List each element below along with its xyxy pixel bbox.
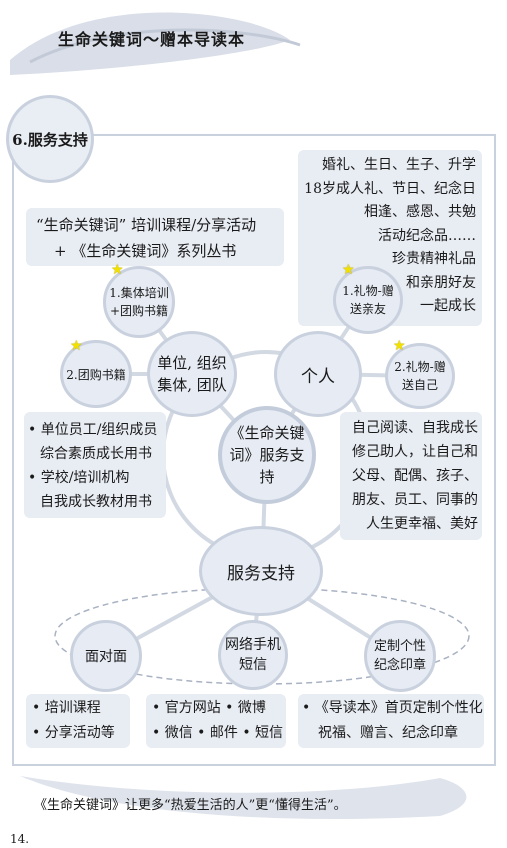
note-online-items: • 官方网站 • 微博 • 微信 • 邮件 • 短信 [146, 694, 286, 748]
node-group-training: 1.集体培训+团购书籍 [103, 266, 175, 338]
node-custom: 定制个性纪念印章 [364, 620, 436, 692]
node-service: 服务支持 [199, 526, 323, 616]
section-title: 6.服务支持 [12, 130, 88, 149]
note-occasions: 婚礼、生日、生子、升学 18岁成人礼、节日、纪念日 相逢、感恩、共勉 活动纪念品… [298, 150, 482, 326]
content-frame [12, 134, 496, 766]
note-custom-items: • 《导读本》首页定制个性化 祝福、赠言、纪念印章 [298, 694, 484, 748]
node-network: 网络手机短信 [218, 620, 288, 690]
note-self-growth: 自己阅读、自我成长 修己助人，让自己和 父母、配偶、孩子、 朋友、员工、同事的 … [340, 412, 482, 540]
note-face-items: • 培训课程 • 分享活动等 [26, 694, 130, 748]
star-icon: ★ [111, 262, 124, 278]
node-center: 《生命关键词》服务支持 [218, 406, 316, 504]
note-courses: “生命关键词” 培训课程/分享活动 + 《生命关键词》系列丛书 [26, 208, 284, 266]
section-title-badge: 6.服务支持 [6, 95, 94, 183]
header-title: 生命关键词～赠本导读本 [58, 30, 246, 49]
page-number: 14. [10, 832, 30, 846]
footer-slogan: 《生命关键词》让更多“热爱生活的人”更“懂得生活”。 [34, 798, 347, 813]
node-personal: 个人 [274, 331, 362, 417]
note-org-users: • 单位员工/组织成员 综合素质成长用书 • 学校/培训机构 自我成长教材用书 [24, 412, 166, 518]
node-gift-friends: 1.礼物-赠送亲友 [333, 266, 403, 334]
node-org: 单位, 组织集体, 团队 [147, 331, 237, 417]
node-group-buy: 2.团购书籍 [60, 340, 132, 408]
node-face: 面对面 [70, 620, 142, 692]
star-icon: ★ [393, 338, 406, 354]
footer-swoosh [20, 776, 467, 820]
header-swoosh [10, 12, 301, 75]
star-icon: ★ [342, 262, 355, 278]
node-gift-self: 2.礼物-赠送自己 [385, 343, 455, 409]
star-icon: ★ [70, 338, 83, 354]
